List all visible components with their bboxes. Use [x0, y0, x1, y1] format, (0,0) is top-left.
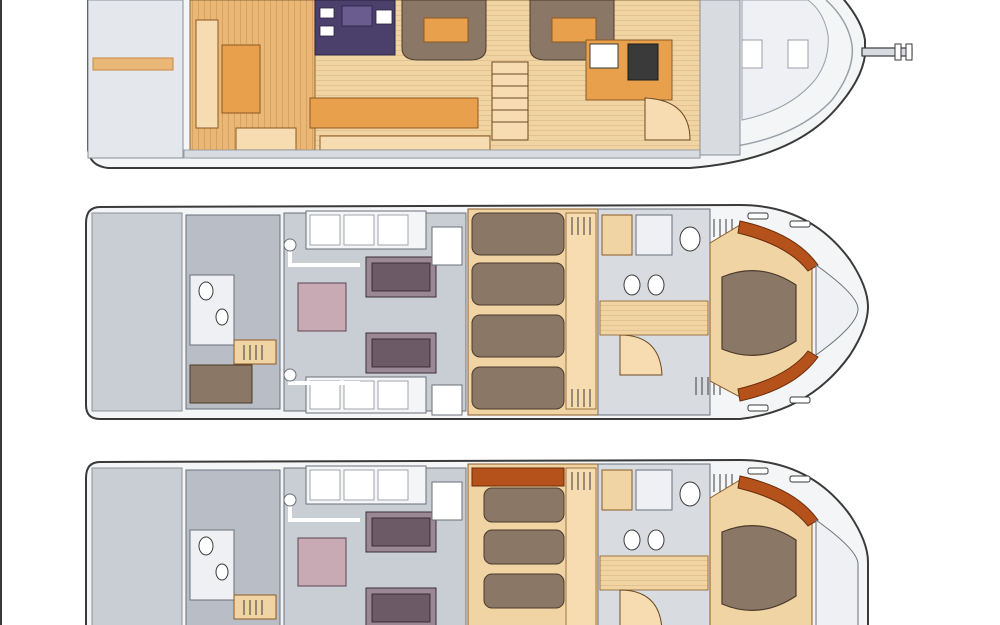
- windscreen: [741, 0, 829, 121]
- helm-seat: [589, 43, 619, 69]
- fuel-tank-port: [431, 226, 463, 266]
- portlights: [747, 212, 811, 412]
- toilet-top-icon: [679, 226, 701, 252]
- corridor-vent-top: [571, 217, 591, 235]
- helm-dashboard: [627, 43, 659, 81]
- master-cabin-mahogany-port: [737, 220, 819, 272]
- fuel-tank-port-b: [431, 481, 463, 521]
- spiral-stair: [644, 97, 691, 141]
- stairs-down: [491, 61, 529, 141]
- master-cabin-mahogany-starboard: [737, 350, 819, 402]
- lower-deck-plan-b: [85, 458, 869, 625]
- crew-head: [189, 274, 235, 346]
- spiral-stair-lower: [619, 334, 663, 376]
- lower-deck-plan-a: [85, 203, 870, 420]
- guest-berth-b-2: [483, 487, 565, 523]
- spiral-stair-b: [619, 589, 662, 625]
- lower-corridor-floor: [599, 300, 709, 336]
- cockpit-bench-seat: [221, 44, 261, 114]
- guest-berth-4: [471, 366, 565, 410]
- bow-peak: [815, 264, 859, 356]
- fuel-tank-starboard: [431, 384, 463, 416]
- stair-treads: [492, 73, 528, 123]
- generator: [297, 282, 347, 332]
- sink-b-icon: [623, 529, 641, 551]
- master-berth: [721, 270, 797, 356]
- crew-head-b: [189, 529, 235, 601]
- crew-berth: [189, 364, 253, 404]
- cockpit-side-seat: [195, 19, 219, 129]
- guest-berth-b-3: [483, 529, 565, 565]
- transom-step: [235, 127, 297, 151]
- master-cabin-mahogany-b: [737, 475, 819, 527]
- toilet-b-icon: [679, 481, 701, 507]
- saloon-sofa: [309, 97, 479, 129]
- guest-berth-b-4: [483, 573, 565, 609]
- guest-corridor-b: [565, 467, 597, 625]
- swim-platform: [87, 0, 184, 159]
- sink-icon: [623, 274, 641, 296]
- shower-top: [601, 214, 633, 256]
- bow-peak-b: [815, 519, 859, 625]
- generator-b: [297, 537, 347, 587]
- crew-cabin-vent-b: [243, 600, 263, 615]
- guest-berth-b-1: [471, 467, 565, 487]
- guest-berth-2: [471, 262, 565, 306]
- corridor-vent-bottom: [571, 389, 591, 407]
- side-deck-starboard: [183, 149, 701, 159]
- crew-cabin-vent: [243, 345, 263, 360]
- exhaust-line: [288, 247, 360, 267]
- lazarette: [91, 212, 183, 412]
- head-top: [635, 214, 673, 256]
- guest-berth-3: [471, 314, 565, 358]
- corridor-vent-top-b: [571, 472, 591, 490]
- foredeck-gray: [699, 0, 741, 156]
- bow-anchor-bracket: [861, 47, 913, 57]
- guest-corridor: [565, 212, 597, 410]
- lazarette-b: [91, 467, 183, 625]
- upper-bow-rail: [699, 0, 854, 151]
- saloon-long-cabinet: [319, 135, 491, 151]
- guest-berth-1: [471, 212, 565, 256]
- swim-platform-teak-strip: [92, 57, 174, 71]
- portlights-b: [747, 467, 811, 483]
- master-berth-b: [721, 525, 797, 611]
- upper-deck-plan: [87, 0, 913, 169]
